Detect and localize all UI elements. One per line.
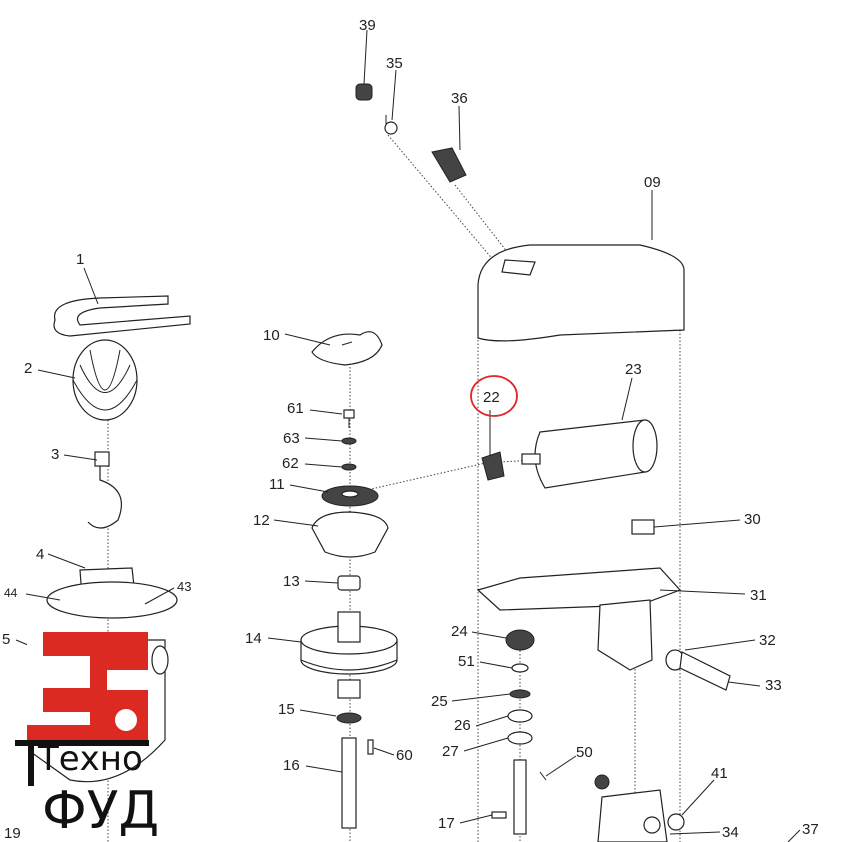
leader-lines bbox=[15, 29, 801, 842]
label-15[interactable]: 15 bbox=[278, 701, 295, 718]
label-24[interactable]: 24 bbox=[451, 623, 468, 640]
label-61[interactable]: 61 bbox=[287, 400, 304, 417]
part-10-cover[interactable] bbox=[311, 331, 383, 366]
label-25[interactable]: 25 bbox=[431, 693, 448, 710]
part-25-washer[interactable] bbox=[509, 689, 531, 699]
label-09[interactable]: 09 bbox=[644, 174, 661, 191]
part-09-head-cover[interactable] bbox=[477, 244, 685, 342]
label-13[interactable]: 13 bbox=[283, 573, 300, 590]
label-44[interactable]: 44 bbox=[4, 586, 18, 600]
part-24-gear[interactable] bbox=[505, 629, 535, 651]
label-5[interactable]: 5 bbox=[2, 631, 10, 648]
part-31-base-frame[interactable] bbox=[476, 567, 682, 671]
part-27-bearing[interactable] bbox=[507, 731, 533, 745]
part-14-plate[interactable] bbox=[300, 611, 398, 675]
part-26-bearing[interactable] bbox=[507, 709, 533, 723]
label-2[interactable]: 2 bbox=[24, 360, 32, 377]
part-60-pin[interactable] bbox=[367, 739, 374, 755]
part-35-screw[interactable] bbox=[384, 115, 398, 135]
label-26[interactable]: 26 bbox=[454, 717, 471, 734]
part-3-dough-hook[interactable] bbox=[87, 451, 122, 529]
part-15-bearing[interactable] bbox=[336, 679, 362, 724]
label-34[interactable]: 34 bbox=[722, 824, 739, 841]
label-1[interactable]: 1 bbox=[76, 251, 84, 268]
label-30[interactable]: 30 bbox=[744, 511, 761, 528]
label-39[interactable]: 39 bbox=[359, 17, 376, 34]
part-36-switch[interactable] bbox=[431, 147, 467, 183]
label-32[interactable]: 32 bbox=[759, 632, 776, 649]
part-23-motor[interactable] bbox=[521, 419, 658, 489]
part-41-ball[interactable] bbox=[667, 813, 685, 831]
highlight-circle bbox=[470, 375, 518, 417]
label-62[interactable]: 62 bbox=[282, 455, 299, 472]
label-14[interactable]: 14 bbox=[245, 630, 262, 647]
label-16[interactable]: 16 bbox=[283, 757, 300, 774]
part-33-handle[interactable] bbox=[679, 651, 731, 691]
label-17[interactable]: 17 bbox=[438, 815, 455, 832]
label-63[interactable]: 63 bbox=[283, 430, 300, 447]
label-33[interactable]: 33 bbox=[765, 677, 782, 694]
part-61-bolt[interactable] bbox=[343, 409, 355, 428]
label-10[interactable]: 10 bbox=[263, 327, 280, 344]
assembly-lines bbox=[107, 134, 681, 842]
logo-line1: Техно bbox=[37, 739, 143, 779]
part-2-whisk[interactable] bbox=[72, 339, 138, 421]
part-13-bushing[interactable] bbox=[337, 575, 361, 591]
part-17-shaft[interactable] bbox=[491, 759, 527, 835]
label-51[interactable]: 51 bbox=[458, 653, 475, 670]
label-12[interactable]: 12 bbox=[253, 512, 270, 529]
part-62-washer[interactable] bbox=[341, 463, 357, 471]
label-31[interactable]: 31 bbox=[750, 587, 767, 604]
part-labels: 39 35 36 09 1 2 10 23 22 61 63 62 3 11 1… bbox=[2, 17, 819, 842]
part-39-knob[interactable] bbox=[355, 83, 373, 101]
brand-logo: Техно ФУД bbox=[15, 632, 159, 841]
label-37[interactable]: 37 bbox=[802, 821, 819, 838]
part-12-housing[interactable] bbox=[311, 511, 389, 558]
label-11[interactable]: 11 bbox=[269, 476, 285, 493]
label-4[interactable]: 4 bbox=[36, 546, 44, 563]
label-27[interactable]: 27 bbox=[442, 743, 459, 760]
label-3[interactable]: 3 bbox=[51, 446, 59, 463]
part-1-guard[interactable] bbox=[53, 295, 191, 337]
label-19[interactable]: 19 bbox=[4, 825, 21, 842]
label-43[interactable]: 43 bbox=[177, 579, 191, 594]
part-30-microswitch[interactable] bbox=[631, 519, 655, 535]
part-11-bevel-gear[interactable] bbox=[321, 485, 379, 507]
label-41[interactable]: 41 bbox=[711, 765, 728, 782]
part-51-ring[interactable] bbox=[511, 663, 529, 673]
logo-line2: ФУД bbox=[42, 781, 159, 841]
part-63-washer[interactable] bbox=[341, 437, 357, 445]
part-22-pinion[interactable] bbox=[481, 451, 505, 481]
label-36[interactable]: 36 bbox=[451, 90, 468, 107]
part-16-shaft[interactable] bbox=[341, 737, 357, 829]
part-column-body[interactable] bbox=[594, 774, 668, 842]
label-50[interactable]: 50 bbox=[576, 744, 593, 761]
label-22[interactable]: 22 bbox=[483, 389, 500, 406]
part-44-lid[interactable] bbox=[46, 581, 178, 619]
label-23[interactable]: 23 bbox=[625, 361, 642, 378]
label-60[interactable]: 60 bbox=[396, 747, 413, 764]
part-50-pin[interactable] bbox=[539, 771, 547, 781]
label-35[interactable]: 35 bbox=[386, 55, 403, 72]
